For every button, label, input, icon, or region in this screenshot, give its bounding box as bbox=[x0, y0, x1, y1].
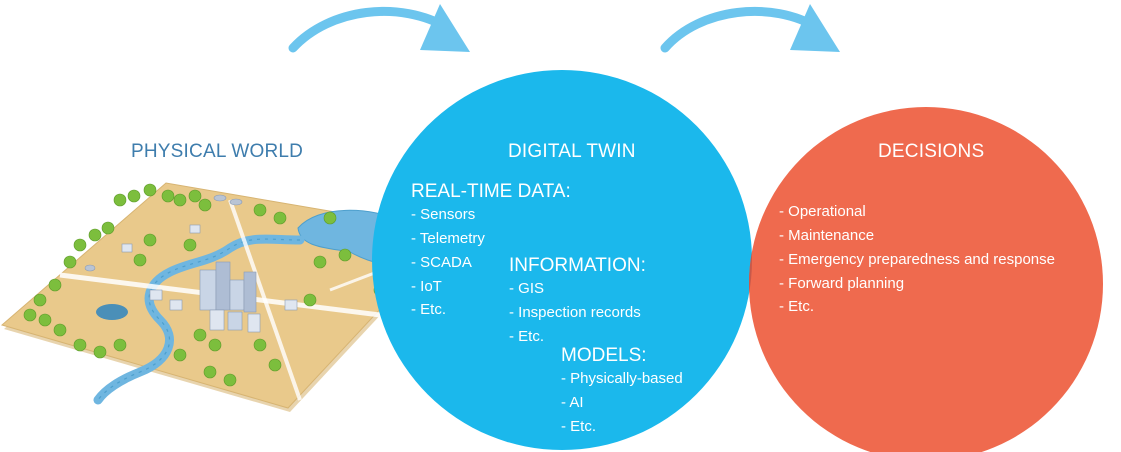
information-item-etc: - Etc. bbox=[509, 328, 545, 345]
digital-twin-title: DIGITAL TWIN bbox=[508, 141, 636, 162]
decisions-item-forward-planning: - Forward planning bbox=[779, 275, 905, 292]
decisions-item-etc: - Etc. bbox=[779, 298, 815, 315]
decisions-item-operational: - Operational bbox=[779, 203, 866, 220]
information-title: INFORMATION: bbox=[509, 255, 646, 276]
buildings bbox=[121, 224, 298, 333]
real-time-item-sensors: - Sensors bbox=[411, 206, 476, 223]
decisions-title: DECISIONS bbox=[878, 141, 985, 162]
models-title: MODELS: bbox=[561, 345, 647, 366]
real-time-item-telemetry: - Telemetry bbox=[411, 230, 485, 247]
decisions-circle bbox=[749, 107, 1103, 452]
water-tanks bbox=[84, 194, 243, 272]
flow-arrow-physical-to-twin bbox=[288, 4, 470, 53]
flow-arrow-twin-to-decisions bbox=[660, 4, 840, 53]
real-time-item-etc: - Etc. bbox=[411, 301, 447, 318]
real-time-item-iot: - IoT bbox=[411, 278, 442, 295]
information-item-gis: - GIS bbox=[509, 280, 545, 297]
models-item-physically-based: - Physically-based bbox=[561, 370, 683, 387]
digital-twin-circle bbox=[372, 70, 752, 450]
models-item-etc: - Etc. bbox=[561, 418, 597, 435]
decisions-item-maintenance: - Maintenance bbox=[779, 227, 875, 244]
information-item-inspection-records: - Inspection records bbox=[509, 304, 641, 321]
pond bbox=[96, 304, 128, 320]
physical-world-title: PHYSICAL WORLD bbox=[131, 141, 304, 162]
real-time-item-scada: - SCADA bbox=[411, 254, 472, 271]
real-time-data-title: REAL-TIME DATA: bbox=[411, 181, 571, 202]
models-item-ai: - AI bbox=[561, 394, 584, 411]
decisions-item-emergency: - Emergency preparedness and response bbox=[779, 251, 1055, 268]
